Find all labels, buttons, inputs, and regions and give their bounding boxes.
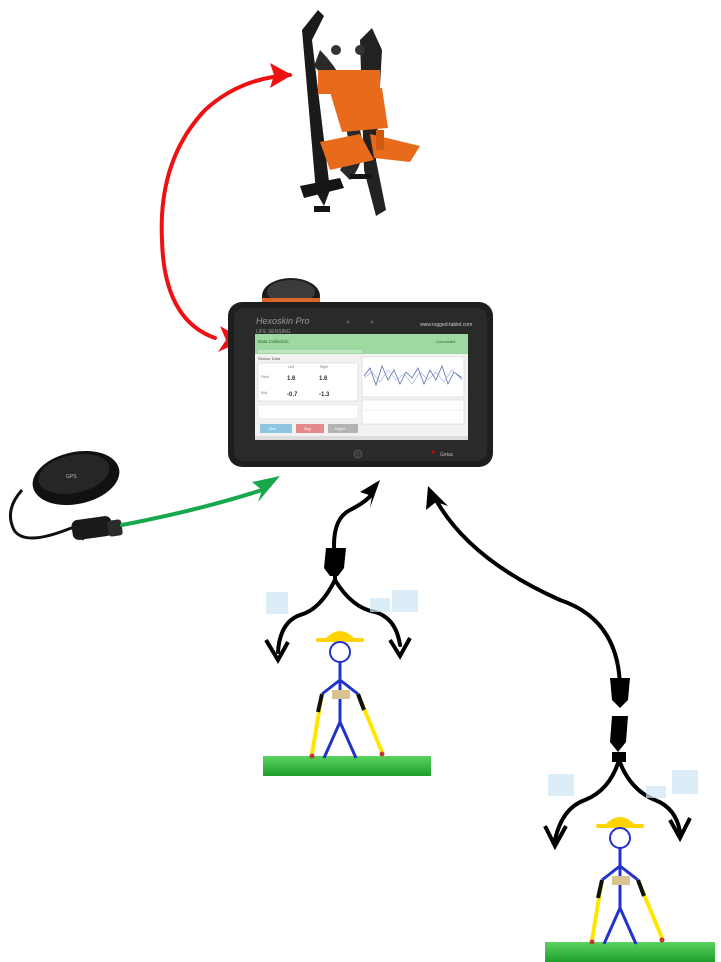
screen-header-status: Connected: [436, 339, 455, 344]
tablet-home-button[interactable]: [354, 450, 362, 458]
black-coupler-1: [324, 548, 346, 576]
gps-puck-label: GPS: [66, 474, 77, 480]
green-arrowhead: [252, 476, 280, 502]
black-coupler-2b: [610, 716, 628, 752]
screen-export-label: Export: [335, 427, 345, 431]
backpack-frame-image: [300, 10, 420, 216]
screen-start-label: Start: [269, 427, 276, 431]
grass-strip-1: [263, 756, 431, 776]
screen-tab-label[interactable]: Sensor Data: [258, 356, 281, 361]
screen-col-b: Right: [320, 365, 328, 369]
green-arrow: [122, 490, 262, 525]
tablet-screen: Data Collection Connected Sensor Data Le…: [255, 334, 468, 440]
tablet-maker: Getac: [440, 452, 454, 458]
grass-strip-2: [545, 942, 715, 962]
screen-row2-label: Roll: [261, 391, 267, 395]
screen-row1-label: Pitch: [261, 375, 269, 379]
tablet-brand-line1: Hexoskin Pro: [256, 316, 310, 326]
rugged-tablet: Hexoskin Pro LIFE SENSING www.rugged-tab…: [228, 278, 493, 467]
screen-row1-value-b: 1.6: [319, 376, 328, 382]
screen-header-title: Data Collection: [258, 339, 289, 344]
screen-stop-label: Stop: [304, 427, 311, 431]
screen-col-a: Left: [288, 365, 294, 369]
operator-figure-1: [263, 590, 431, 776]
tablet-url: www.rugged-tablet.com: [420, 322, 472, 328]
black-arrowhead-operator-2: [426, 486, 448, 510]
operator-figure-2: [545, 770, 715, 962]
screen-row2-value-a: -0.7: [287, 392, 298, 398]
gps-receiver-image: GPS: [10, 443, 124, 540]
screen-row2-value-b: -1.3: [319, 392, 330, 398]
screen-row1-value-a: 1.6: [287, 376, 296, 382]
black-coupler-2a: [610, 678, 630, 708]
